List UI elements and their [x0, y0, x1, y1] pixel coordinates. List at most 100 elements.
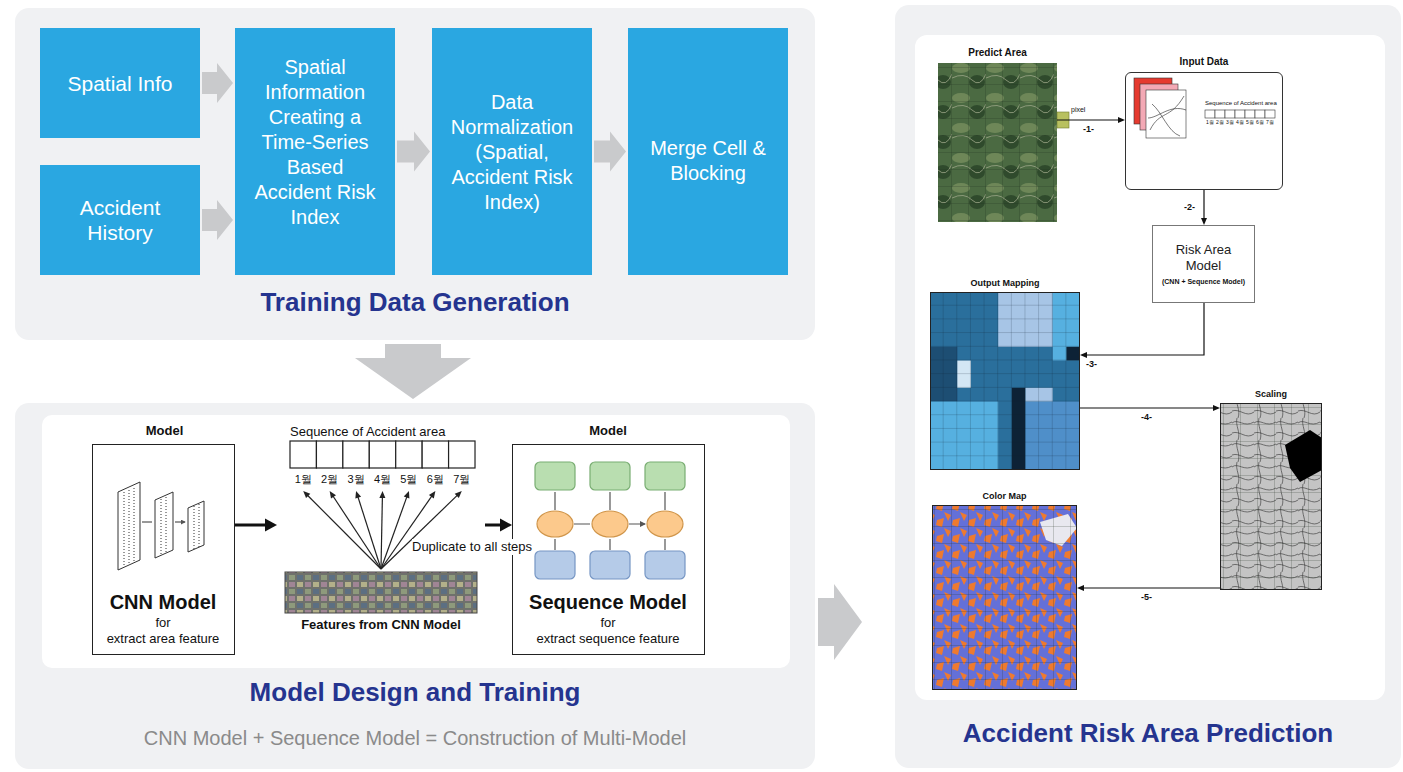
connector	[397, 132, 430, 172]
model-note: for	[513, 615, 703, 631]
rnn-cells	[590, 462, 630, 490]
arrow-head	[1077, 585, 1084, 591]
edge-label: -1-	[1083, 124, 1094, 135]
image-frame: Scaling	[1220, 403, 1322, 590]
arrow-head	[397, 132, 430, 172]
connector	[818, 584, 862, 660]
sequence-cells	[343, 441, 369, 468]
image-heading: Color Map	[933, 491, 1076, 502]
rnn-cells	[535, 462, 685, 579]
month-label: 1월	[1205, 119, 1215, 125]
feature-maps	[285, 572, 477, 613]
connector-line	[485, 524, 501, 527]
feature-block: Features from CNN Model	[285, 572, 477, 634]
edge-label: -3-	[1086, 359, 1097, 370]
scaling-image	[1220, 403, 1322, 590]
rnn-cells	[535, 551, 575, 579]
rnn-cells	[592, 511, 628, 537]
cnn-layers	[188, 501, 204, 552]
connector-line	[333, 496, 381, 569]
cnn-layers	[142, 522, 185, 523]
box-label: Spatial Info	[50, 71, 190, 96]
connector-line	[1086, 303, 1204, 355]
process-box: Data Normalization (Spatial, Accident Ri…	[432, 28, 592, 275]
connector	[1080, 303, 1204, 358]
arrow-head	[330, 491, 336, 498]
image-frame: Input Data	[1125, 72, 1283, 190]
edge-label: -5-	[1141, 592, 1152, 603]
input-layers	[1146, 90, 1186, 138]
model-box: ModelCNN Modelforextract area feature	[92, 444, 235, 655]
connector	[202, 63, 233, 103]
connector-line	[381, 497, 407, 569]
connector-line	[1203, 190, 1204, 219]
color-map-image	[932, 505, 1077, 690]
image-frame: Output Mapping	[930, 292, 1080, 470]
panel-ground	[15, 8, 815, 340]
scaling-image	[1220, 403, 1322, 590]
arrow-head	[202, 200, 233, 240]
rnn-cells	[555, 492, 665, 550]
arrow-head	[355, 344, 471, 399]
panel-ground	[895, 5, 1401, 768]
box-label: Data Normalization (Spatial, Accident Ri…	[447, 90, 577, 215]
input-layers	[1134, 78, 1275, 138]
process-box: Risk Area Model(CNN + Sequence Model)	[1152, 225, 1255, 303]
image-heading: Predict Area	[938, 47, 1057, 59]
image-heading: Scaling	[1221, 389, 1321, 400]
edge-label: -2-	[1184, 202, 1195, 213]
connector	[235, 519, 277, 532]
panel-ground	[915, 35, 1385, 700]
connector-line	[1057, 119, 1119, 120]
scaling-image	[1220, 403, 1322, 590]
sequence-cells	[316, 441, 342, 468]
rnn-cells	[647, 511, 683, 537]
sequence-cells	[422, 441, 448, 468]
cnn-layers	[161, 497, 166, 555]
month-label: 7월	[1265, 119, 1275, 125]
arrow-head	[594, 132, 626, 172]
month-label: 4월	[369, 473, 395, 486]
aerial-image	[938, 63, 1057, 222]
rnn-cells	[645, 551, 685, 579]
arrow-head	[1201, 218, 1207, 225]
rnn-cells	[537, 511, 573, 537]
sequence-cells	[290, 441, 475, 468]
arrow-head	[500, 519, 512, 532]
model-note: extract area feature	[93, 631, 233, 647]
month-label: 2월	[1215, 119, 1225, 125]
model-box: ModelSequence Modelforextract sequence f…	[512, 444, 705, 655]
cnn-layers	[118, 482, 204, 570]
panel-title: Model Design and Training	[15, 677, 815, 708]
connector	[485, 519, 512, 532]
aerial-image	[938, 63, 1069, 222]
connector-line	[1080, 407, 1214, 408]
color-map-image	[932, 505, 1077, 690]
connector	[594, 132, 626, 172]
color-map-image	[932, 505, 1077, 690]
panel-title: Accident Risk Area Prediction	[895, 718, 1401, 749]
connector	[1201, 190, 1207, 225]
model-note: for	[93, 615, 233, 631]
month-label: 6월	[422, 473, 448, 486]
process-box: Spatial Information Creating a Time-Seri…	[235, 28, 395, 275]
cnn-layers	[124, 488, 134, 565]
sequence-cells	[369, 441, 395, 468]
process-box: Merge Cell & Blocking	[628, 28, 788, 275]
panel-ground	[15, 5, 1401, 769]
arrow-head	[1213, 405, 1220, 411]
panel-ground	[15, 403, 815, 769]
connector-line	[235, 524, 266, 527]
arrow-head	[818, 584, 862, 660]
box-note: (CNN + Sequence Model)	[1153, 278, 1254, 286]
aerial-image	[938, 63, 1057, 222]
input-layers	[1205, 110, 1215, 118]
connector	[1080, 405, 1220, 411]
month-label: 7월	[449, 473, 475, 486]
image-heading: Output Mapping	[931, 278, 1079, 289]
connector	[355, 344, 471, 399]
sequence-cells	[449, 441, 475, 468]
month-label: 4월	[1235, 119, 1245, 125]
input-layers	[1225, 110, 1235, 118]
